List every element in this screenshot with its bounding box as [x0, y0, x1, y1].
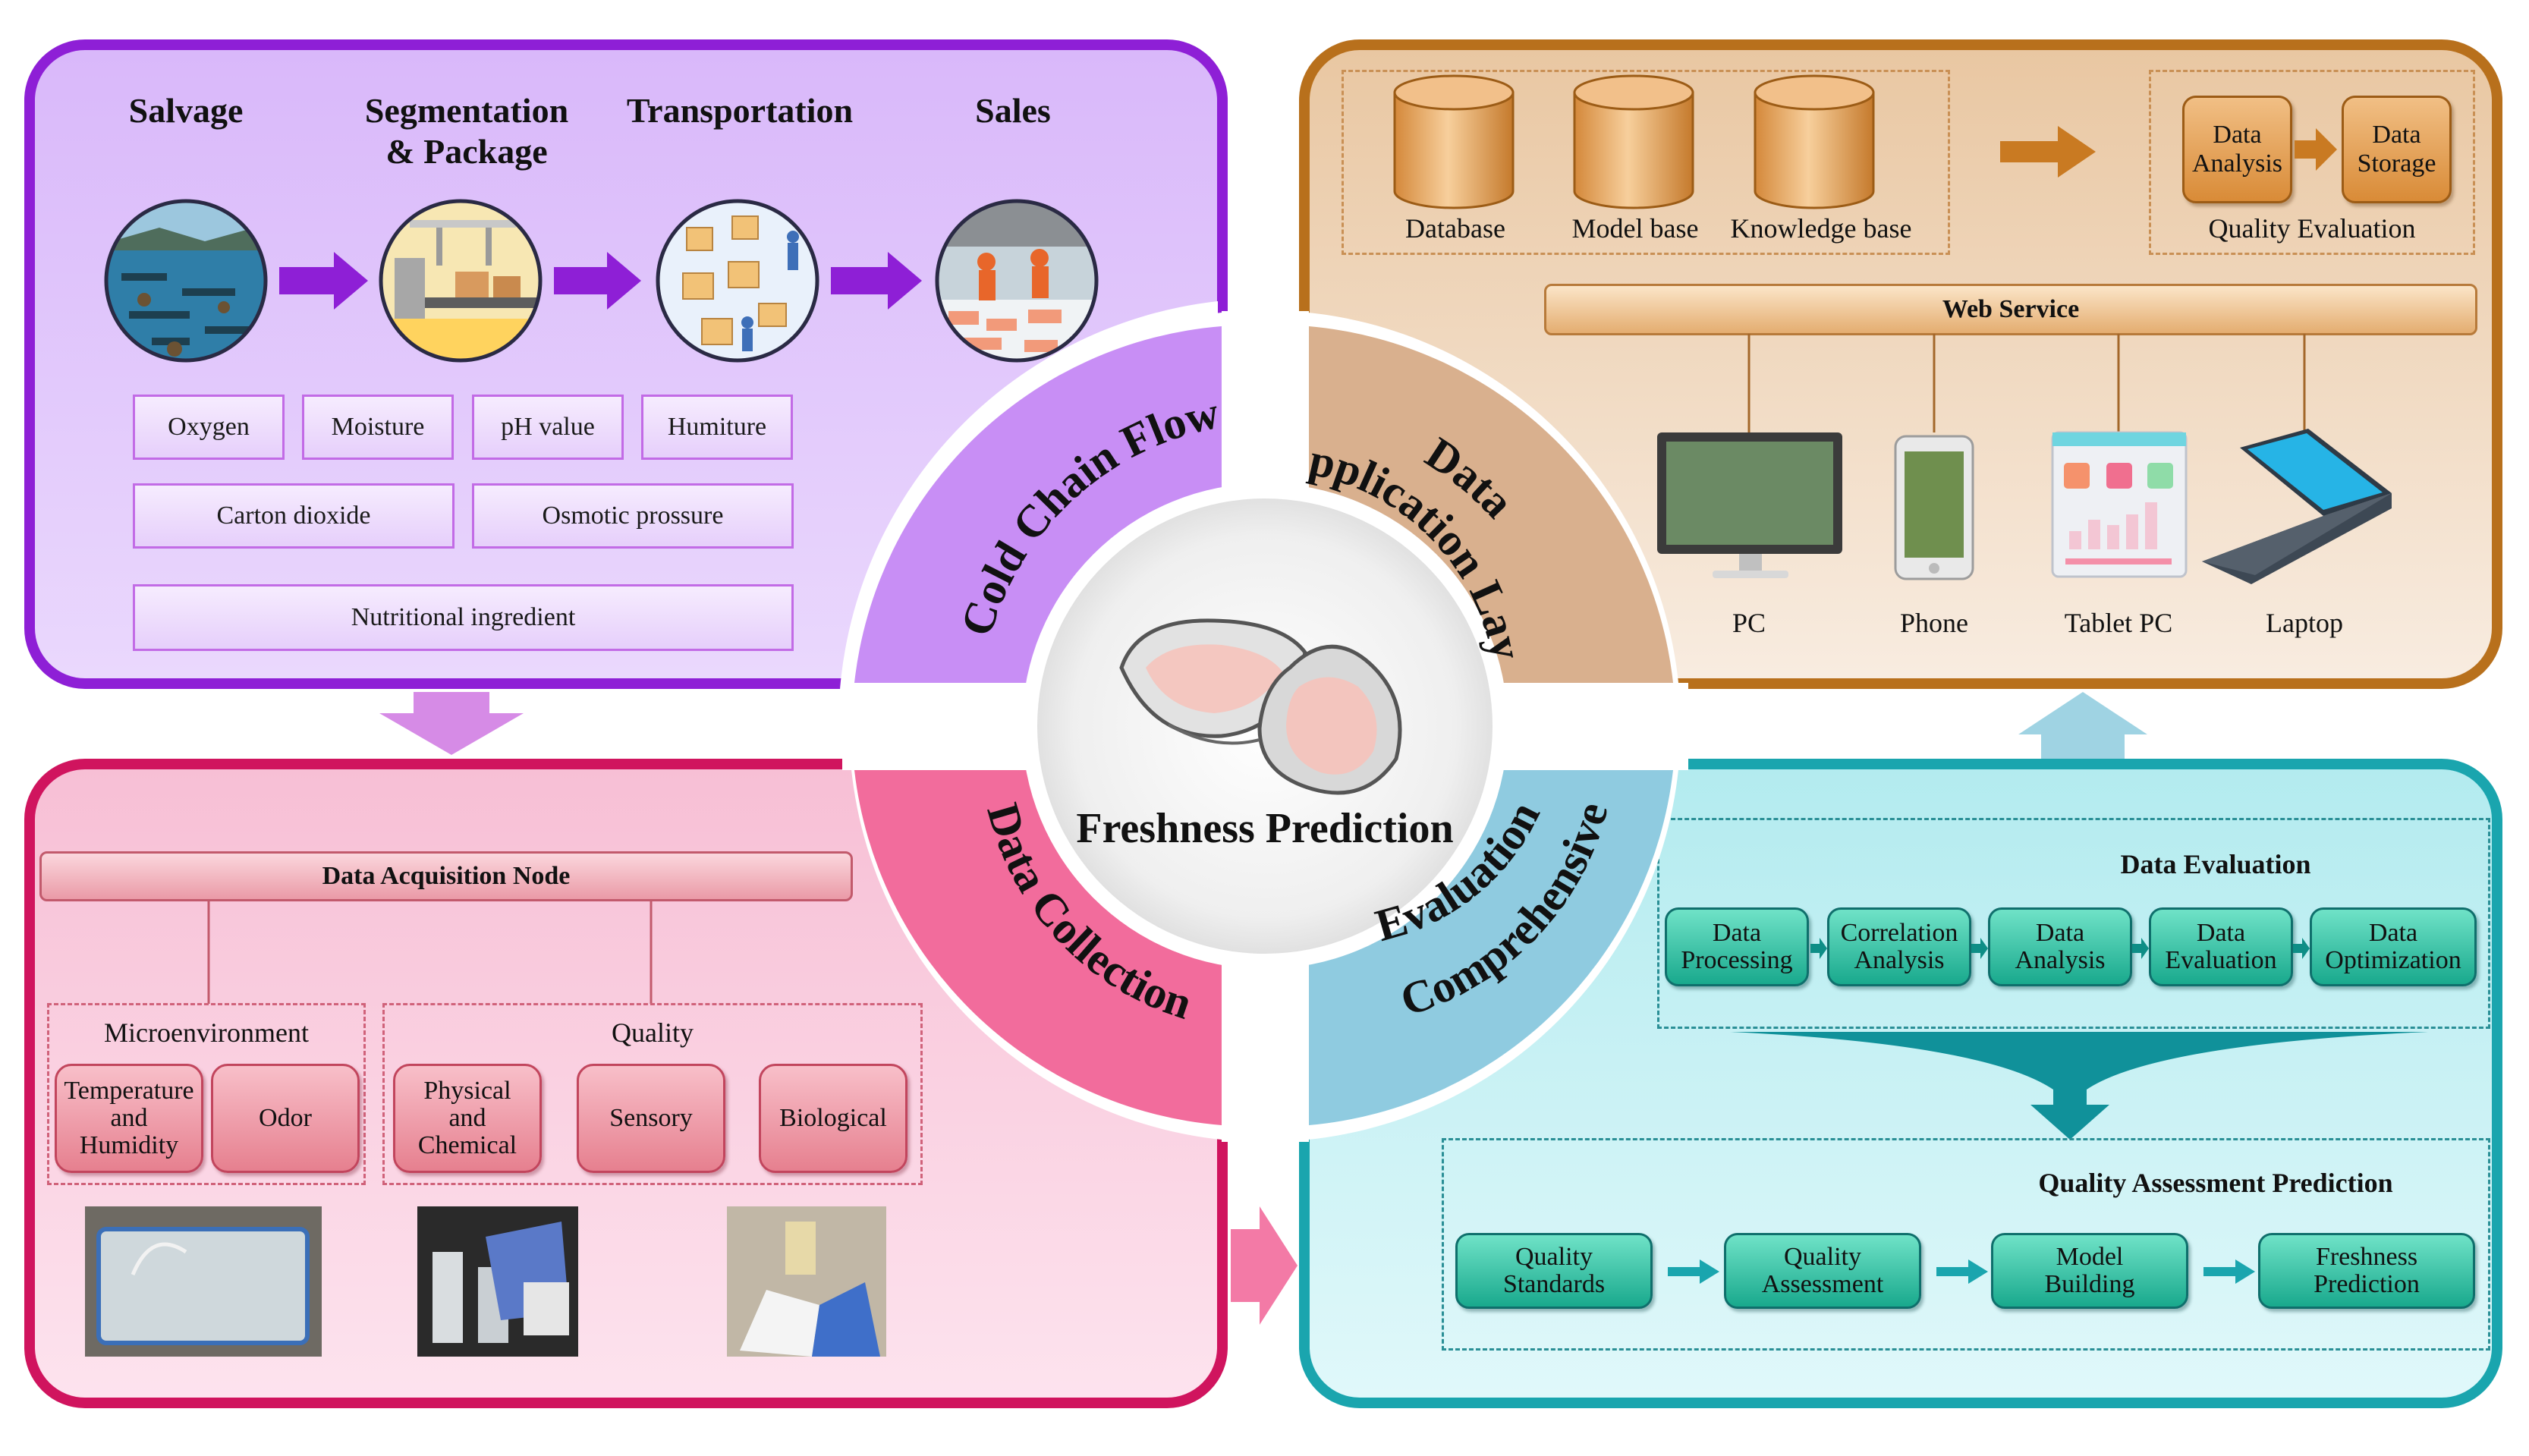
cold-chain-illustrations	[104, 199, 1099, 363]
factor-ph-value: pH value	[472, 395, 624, 460]
center-title: Freshness Prediction	[1076, 805, 1453, 852]
microenvironment-group	[47, 1003, 366, 1185]
right-arrow-to-evaluation	[1231, 1206, 1298, 1325]
sensory-box: Sensory	[577, 1064, 725, 1173]
label-database: Database	[1405, 213, 1505, 244]
up-arrow-to-application	[2018, 692, 2147, 759]
stage-segmentation: Segmentation	[364, 91, 569, 130]
merge-funnel-arrow	[1730, 1032, 2428, 1140]
step-quality-assessment: Quality Assessment	[1724, 1233, 1921, 1309]
prediction-step-arrows	[1668, 1259, 2255, 1284]
quality-title: Quality	[612, 1017, 694, 1048]
down-arrow-to-collection	[379, 692, 524, 755]
label-pc: PC	[1732, 608, 1766, 638]
analysis-storage-arrow	[2295, 128, 2337, 171]
step-quality-standards: Quality Standards	[1455, 1233, 1653, 1309]
model-base-icon	[1573, 74, 1694, 209]
stage-flow-arrows	[279, 252, 922, 310]
storage-box-photo	[85, 1206, 322, 1357]
knowledge-stores-group	[1342, 70, 1950, 255]
step-model-building: Model Building	[1991, 1233, 2188, 1309]
oyster-icon	[1119, 618, 1402, 795]
factor-oxygen: Oxygen	[133, 395, 285, 460]
cold-chain-panel	[24, 39, 1228, 689]
collection-photos	[85, 1206, 886, 1357]
label-knowledge-base: Knowledge base	[1730, 213, 1912, 244]
odor-box: Odor	[211, 1064, 360, 1173]
stage-sales: Sales	[975, 91, 1051, 130]
label-phone: Phone	[1900, 608, 1968, 638]
physical-chemical-box: Physical and Chemical	[393, 1064, 542, 1173]
data-analysis-box: Data Analysis	[2182, 96, 2292, 203]
salvage-image	[106, 201, 266, 360]
web-service-bar: Web Service	[1544, 284, 2477, 335]
transportation-image	[658, 201, 817, 360]
data-storage-box: Data Storage	[2342, 96, 2452, 203]
step-data-evaluation: Data Evaluation	[2149, 907, 2293, 986]
acquisition-connectors	[207, 901, 653, 1004]
tablet-pc-icon	[2051, 431, 2188, 578]
quality-assessment-prediction-title: Quality Assessment Prediction	[2038, 1168, 2393, 1198]
device-illustrations	[1657, 334, 2392, 584]
database-icon	[1393, 74, 1515, 209]
store-cylinders	[1393, 74, 1875, 209]
data-evaluation-group	[1657, 818, 2490, 1029]
label-quality-evaluation: Quality Evaluation	[2208, 213, 2416, 244]
stage-salvage: Salvage	[128, 91, 244, 130]
laptop-icon	[2202, 429, 2392, 584]
factor-humiture: Humiture	[641, 395, 793, 460]
factor-carton-dioxide: Carton dioxide	[133, 483, 455, 549]
biological-test-photo	[727, 1206, 886, 1357]
factor-nutritional-ingredient: Nutritional ingredient	[133, 584, 794, 651]
label-tablet-pc: Tablet PC	[2064, 608, 2173, 638]
quality-assessment-group	[1442, 1138, 2490, 1351]
data-acquisition-node-bar: Data Acquisition Node	[39, 851, 853, 901]
to-evaluation-arrow	[2000, 126, 2096, 178]
chemical-test-photo	[417, 1206, 578, 1357]
quality-group	[382, 1003, 923, 1185]
step-data-analysis: Data Analysis	[1988, 907, 2132, 986]
label-laptop: Laptop	[2266, 608, 2343, 638]
step-data-processing: Data Processing	[1665, 907, 1809, 986]
biological-box: Biological	[759, 1064, 907, 1173]
step-data-optimization: Data Optimization	[2310, 907, 2477, 986]
data-evaluation-title: Data Evaluation	[2120, 849, 2311, 879]
microenvironment-title: Microenvironment	[104, 1017, 309, 1048]
step-freshness-prediction: Freshness Prediction	[2258, 1233, 2475, 1309]
factor-osmotic-prossure: Osmotic prossure	[472, 483, 794, 549]
quality-evaluation-group	[2149, 70, 2475, 255]
stage-transportation: Transportation	[626, 91, 854, 130]
phone-icon	[1894, 435, 1974, 580]
knowledge-base-icon	[1754, 74, 1875, 209]
label-model-base: Model base	[1571, 213, 1699, 244]
pc-icon	[1657, 432, 1842, 578]
evaluation-step-arrows	[1810, 938, 2310, 959]
step-correlation-analysis: Correlation Analysis	[1827, 907, 1971, 986]
factor-moisture: Moisture	[302, 395, 454, 460]
stage-package: & Package	[385, 132, 548, 171]
temperature-humidity-box: Temperature and Humidity	[55, 1064, 203, 1173]
